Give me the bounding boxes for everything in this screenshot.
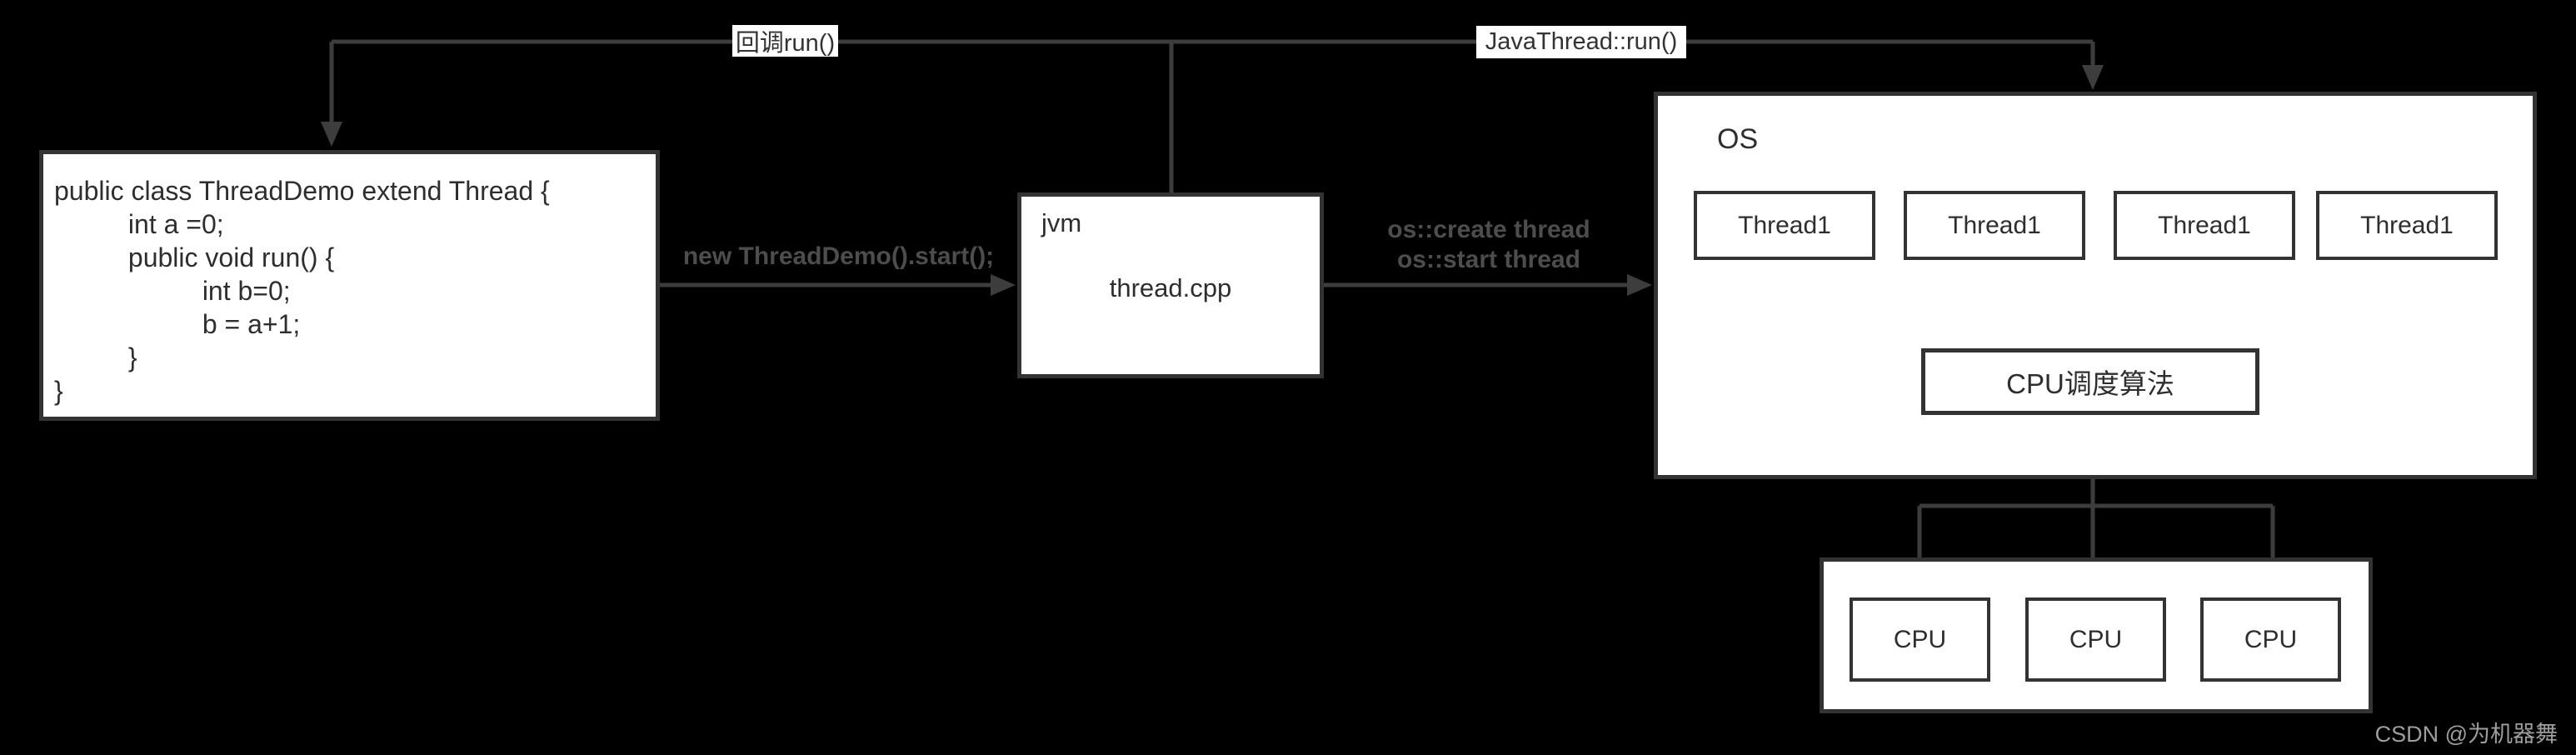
cpu-box-1: CPU <box>1850 598 1990 682</box>
os-create-thread-label: os::create thread <box>1387 216 1590 243</box>
code-box: public class ThreadDemo extend Thread { … <box>39 150 660 421</box>
javathread-arrowhead <box>2082 65 2104 90</box>
thread-box-4-label: Thread1 <box>2360 211 2454 239</box>
jvm-title: jvm <box>1041 208 1082 238</box>
callback-arrowhead <box>321 122 342 147</box>
cpu-box-2: CPU <box>2025 598 2166 682</box>
start-call-arrowhead <box>991 274 1016 296</box>
os-start-thread-label: os::start thread <box>1396 246 1581 273</box>
watermark: CSDN @为机器舞 <box>2374 722 2558 747</box>
cpu-box-1-label: CPU <box>1893 625 1947 653</box>
jvm-content: thread.cpp <box>1109 273 1232 302</box>
os-title: OS <box>1717 123 1759 155</box>
thread-box-3: Thread1 <box>2114 191 2295 260</box>
cpu-box-2-label: CPU <box>2069 625 2123 653</box>
cpu-scheduler-label: CPU调度算法 <box>2006 368 2174 399</box>
start-call-label: new ThreadDemo().start(); <box>682 242 995 270</box>
cpu-box-3: CPU <box>2200 598 2341 682</box>
cpu-box-3-label: CPU <box>2244 625 2298 653</box>
thread-box-4: Thread1 <box>2316 191 2498 260</box>
callback-run-label: 回调run() <box>732 25 838 57</box>
thread-box-1: Thread1 <box>1694 191 1875 260</box>
cpu-scheduler-box: CPU调度算法 <box>1921 348 2259 415</box>
thread-box-2: Thread1 <box>1904 191 2085 260</box>
thread-box-2-label: Thread1 <box>1948 211 2041 239</box>
thread-box-1-label: Thread1 <box>1738 211 1831 239</box>
os-create-arrowhead <box>1627 274 1652 296</box>
thread-box-3-label: Thread1 <box>2158 211 2251 239</box>
code-text: public class ThreadDemo extend Thread { … <box>54 176 550 406</box>
jvm-box: jvm thread.cpp <box>1017 192 1324 378</box>
javathread-run-label: JavaThread::run() <box>1476 26 1686 58</box>
os-box: OS <box>1654 92 2537 479</box>
